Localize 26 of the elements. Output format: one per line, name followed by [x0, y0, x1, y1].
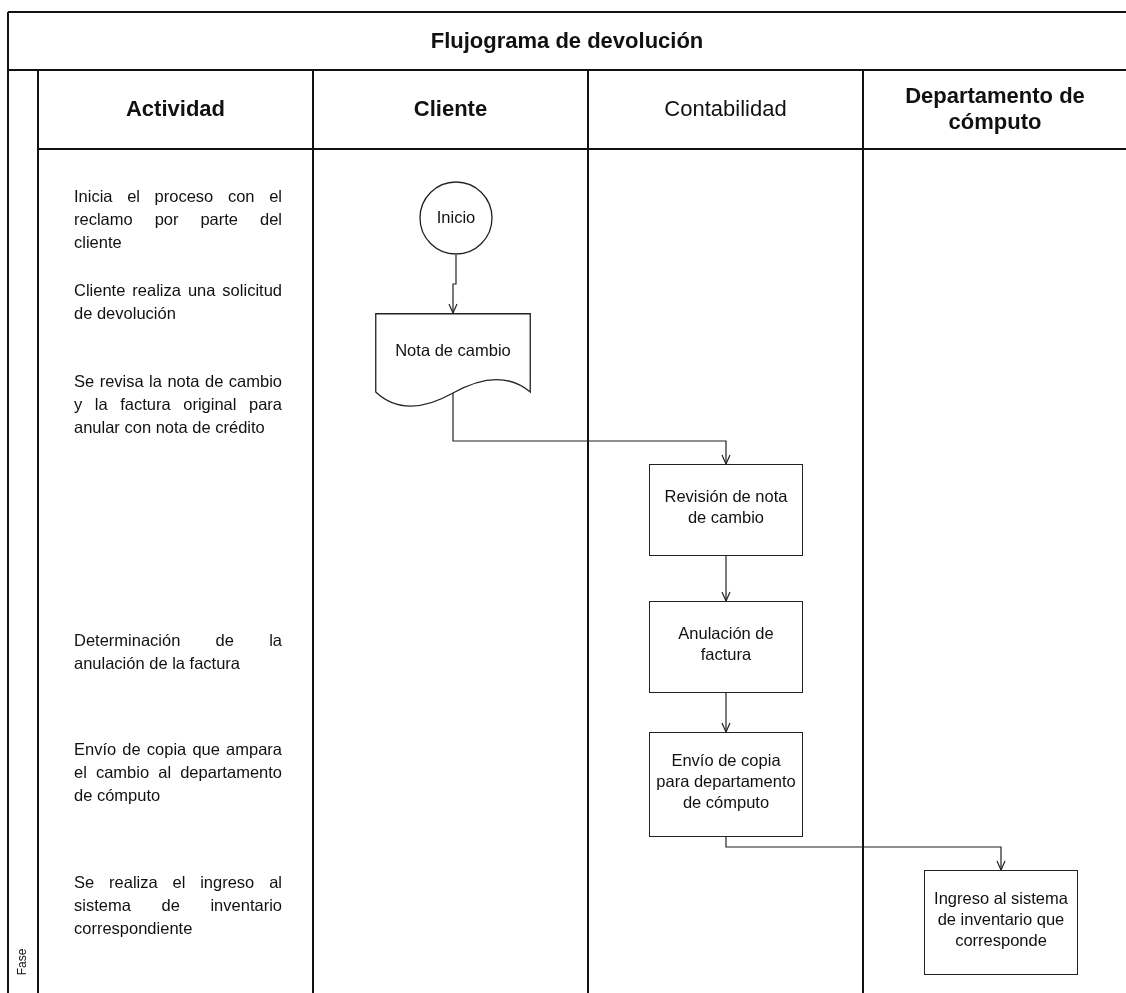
arrow: [448, 254, 458, 314]
swimlane: [587, 70, 862, 993]
swimlane: [312, 70, 587, 993]
lane-header: Cliente: [413, 96, 488, 122]
activity-text: Cliente realiza una solicitud de devolución: [74, 280, 282, 324]
lane-header: Departamento de cómputo: [904, 83, 1086, 135]
process-box: Envío de copia para departamento de cómputo: [649, 732, 803, 837]
process-box: Anulación de factura: [649, 601, 803, 693]
activity-text: Inicia el proceso con el reclamo por parte del cliente: [74, 186, 282, 253]
activity-text: Envío de copia que ampara el cambio al departamento de cómputo: [74, 739, 282, 806]
activity-text: Se realiza el ingreso al sistema de inventario correspondiente: [74, 872, 282, 939]
process-box: Revisión de nota de cambio: [649, 464, 803, 556]
arrow: [721, 555, 731, 602]
arrow: [452, 392, 731, 465]
swimlane: [862, 70, 1126, 993]
swimlane: [37, 70, 312, 993]
arrow: [725, 836, 1006, 871]
start-circle: Inicio: [419, 181, 493, 255]
activity-text: Determinación de la anulación de la factura: [74, 630, 282, 674]
lane-header: Contabilidad: [664, 96, 787, 122]
diagram-title: Flujograma de devolución: [429, 27, 705, 55]
activity-text: Se revisa la nota de cambio y la factura original para anular con nota de crédito: [74, 371, 282, 438]
process-box: Ingreso al sistema de inventario que corresponde: [924, 870, 1078, 975]
arrow: [721, 692, 731, 733]
phase-label: Fase: [14, 947, 31, 978]
lane-header: Actividad: [126, 96, 225, 122]
